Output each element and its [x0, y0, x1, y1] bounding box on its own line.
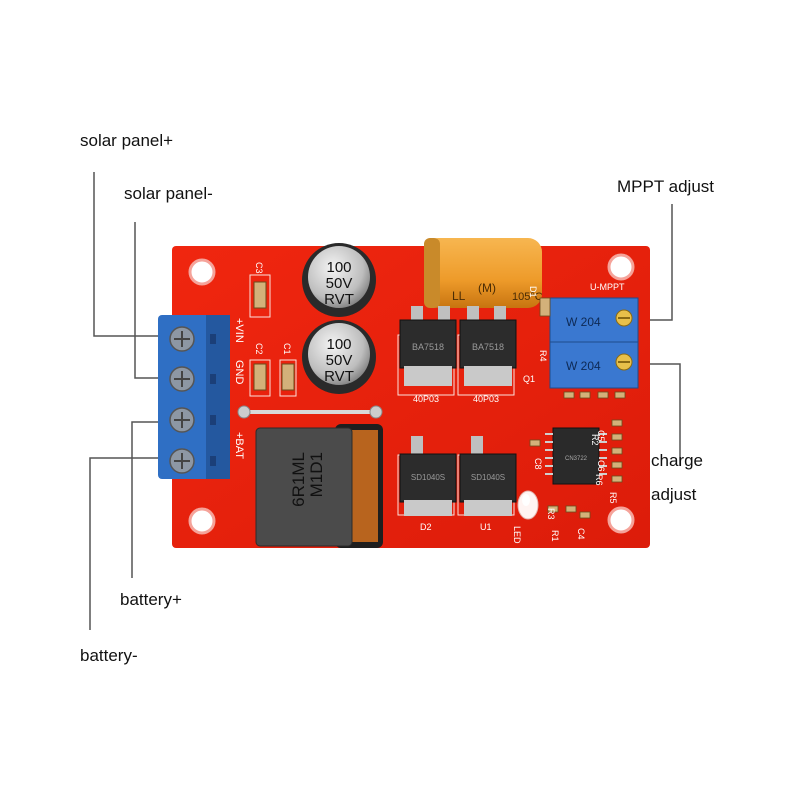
label-r4: R4 [538, 350, 548, 362]
electrolytic-cap-bottom: 100 50V RVT [302, 320, 376, 394]
pot-top: W 204 [549, 297, 639, 345]
callout-charge: charge [651, 451, 703, 470]
label-vin: +VIN [233, 318, 245, 343]
inductor: 6R1ML M1D1 [255, 424, 383, 548]
diode-left: SD1040S [399, 436, 457, 516]
label-c1: C1 [282, 343, 292, 355]
svg-text:SD1040S: SD1040S [411, 473, 445, 482]
terminal-labels: +VIN GND +BAT [233, 318, 245, 459]
led [517, 490, 539, 520]
label-r6: R6 [594, 474, 604, 486]
svg-text:100: 100 [326, 336, 351, 353]
svg-text:W 204: W 204 [566, 359, 601, 373]
orange-capacitor: (M) LL 105°C [424, 238, 543, 308]
electrolytic-cap-top: 100 50V RVT [302, 243, 376, 317]
solar-pos-line [93, 172, 175, 337]
charge-line [642, 363, 681, 466]
svg-text:CN3722: CN3722 [565, 456, 588, 462]
label-r5: R5 [608, 492, 618, 504]
label-c8: C8 [533, 458, 543, 470]
battery-neg-line [89, 457, 168, 630]
label-led: LED [512, 526, 522, 544]
label-c2: C2 [254, 343, 264, 355]
mount-hole [607, 253, 635, 281]
label-umppt: U-MPPT [590, 282, 625, 292]
label-c5: C5 [596, 430, 606, 442]
svg-text:M1D1: M1D1 [307, 452, 326, 497]
label-q1: Q1 [523, 374, 535, 384]
mount-hole [607, 506, 635, 534]
label-c4: C4 [576, 528, 586, 540]
label-gnd: GND [233, 360, 245, 385]
label-c6: C6 [596, 460, 606, 472]
svg-text:SD1040S: SD1040S [471, 473, 505, 482]
svg-text:BA7518: BA7518 [412, 342, 444, 352]
jumper-wire [237, 405, 383, 419]
label-bat: +BAT [233, 432, 245, 459]
mppt-line [642, 204, 673, 321]
label-mosfet-right: 40P03 [473, 394, 499, 404]
mount-hole [188, 507, 216, 535]
svg-text:RVT: RVT [324, 368, 354, 385]
mosfet-left: BA7518 [399, 306, 457, 386]
smd-small [529, 297, 626, 519]
label-r3: R3 [546, 508, 556, 520]
svg-text:50V: 50V [326, 352, 353, 369]
callout-battery-pos: battery+ [120, 590, 182, 609]
svg-text:6R1ML: 6R1ML [289, 452, 308, 507]
mosfet-right: BA7518 [459, 306, 517, 386]
diode-right: SD1040S [459, 436, 517, 516]
smd-caps [253, 281, 295, 391]
mount-hole [188, 258, 216, 286]
battery-pos-line [131, 421, 168, 578]
svg-text:(M): (M) [478, 281, 496, 295]
svg-text:LL: LL [452, 289, 466, 303]
terminal-block [158, 315, 230, 479]
label-u1: U1 [480, 522, 492, 532]
label-d2: D2 [420, 522, 432, 532]
svg-text:RVT: RVT [324, 291, 354, 308]
callout-adjust: adjust [651, 485, 697, 504]
svg-text:100: 100 [326, 259, 351, 276]
svg-text:50V: 50V [326, 275, 353, 292]
svg-text:105°C: 105°C [512, 291, 543, 303]
callout-battery-neg: battery- [80, 646, 138, 665]
callout-lines [89, 172, 681, 630]
callout-mppt-adjust: MPPT adjust [617, 177, 715, 196]
label-c3: C3 [254, 262, 264, 274]
label-d1: D1 [528, 286, 538, 298]
label-r1: R1 [550, 530, 560, 542]
ic-chip: CN3722 [545, 427, 607, 485]
callout-solar-panel-neg: solar panel- [124, 184, 213, 203]
pot-bottom: W 204 [549, 341, 639, 389]
label-r2: R2 [590, 434, 600, 446]
callout-solar-panel-pos: solar panel+ [80, 131, 174, 150]
svg-text:BA7518: BA7518 [472, 342, 504, 352]
svg-text:W 204: W 204 [566, 315, 601, 329]
label-mosfet-left: 40P03 [413, 394, 439, 404]
